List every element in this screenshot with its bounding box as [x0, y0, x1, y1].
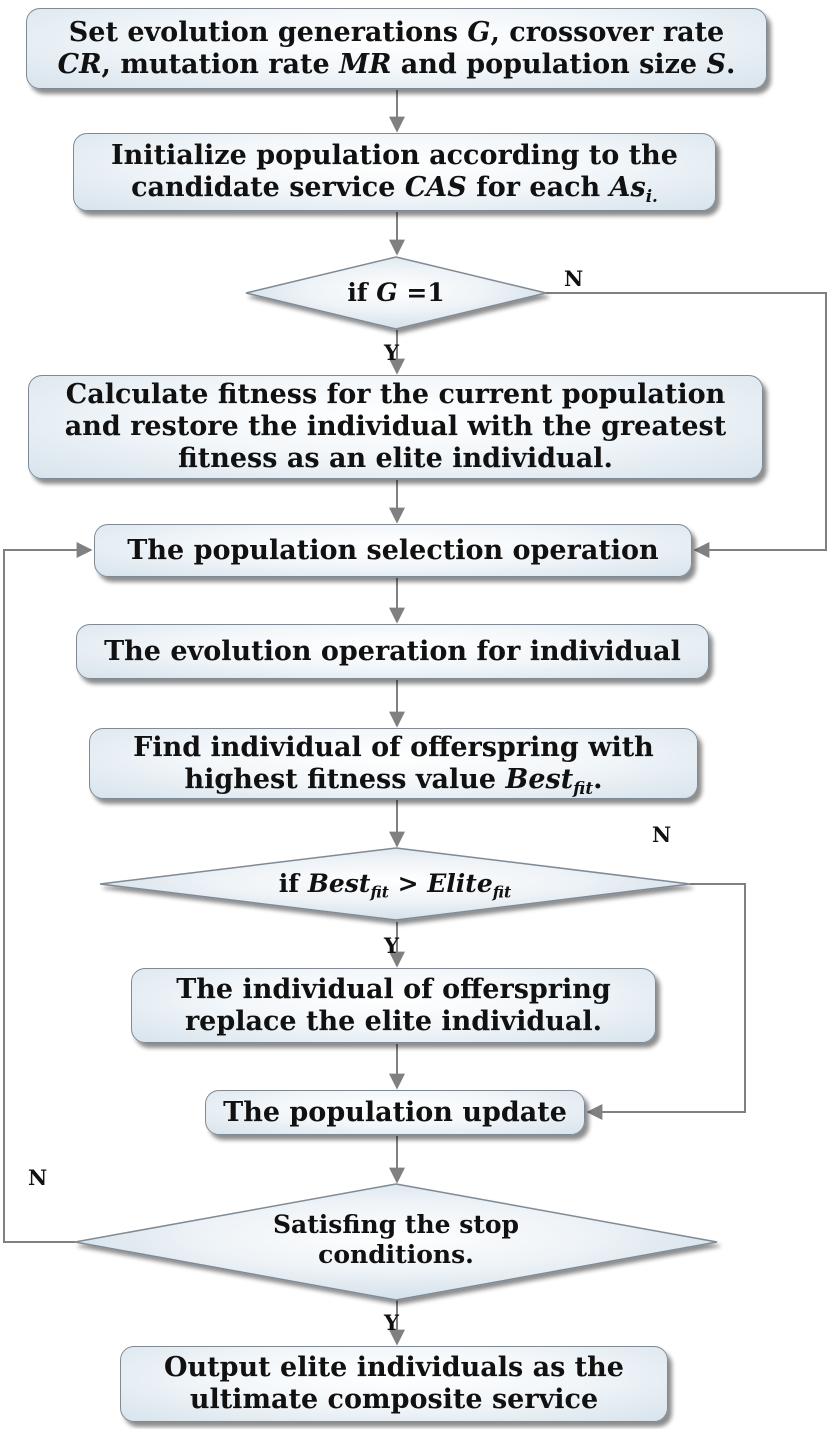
- find-line2: highest fitness value Bestfit.: [184, 763, 603, 798]
- label-yes-stop-check: Y: [384, 1310, 399, 1335]
- step-replace-elite: The individual of offerspring replace th…: [131, 968, 656, 1043]
- stop-check-line2: conditions.: [318, 1240, 474, 1269]
- decision-g-check: [245, 256, 547, 330]
- step-output: Output elite individuals as the ultimate…: [120, 1346, 668, 1422]
- stop-check-text: Satisfing the stop conditions.: [75, 1205, 717, 1275]
- step-set-parameters: Set evolution generations G, crossover r…: [26, 8, 767, 89]
- label-no-g-check: N: [564, 266, 584, 291]
- update-label: The population update: [223, 1096, 567, 1128]
- step-population-update: The population update: [205, 1090, 585, 1135]
- init-line1: Initialize population according to the: [111, 140, 678, 172]
- set-params-line1: Set evolution generations G, crossover r…: [68, 16, 725, 48]
- best-check-text: if Bestfit > Elitefit: [278, 869, 512, 902]
- replace-line1: The individual of offerspring: [176, 973, 611, 1005]
- label-no-stop-check: N: [28, 1165, 48, 1190]
- output-line1: Output elite individuals as the: [164, 1352, 624, 1384]
- label-yes-best-check: Y: [384, 933, 399, 958]
- step-initialize-population: Initialize population according to the c…: [73, 133, 716, 211]
- calc-line2: and restore the individual with the grea…: [64, 411, 727, 443]
- step-population-selection: The population selection operation: [94, 524, 692, 577]
- replace-line2: replace the elite individual.: [184, 1005, 603, 1037]
- arrow-gcheck-no-to-selection: [546, 292, 827, 558]
- init-line2: candidate service CAS for each Asi.: [131, 172, 658, 206]
- decision-best-check: [99, 847, 691, 921]
- label-yes-g-check: Y: [384, 340, 399, 365]
- arrow-stopcheck-no-to-selection: [3, 542, 93, 1243]
- selection-label: The population selection operation: [127, 534, 659, 566]
- step-evolution-operation: The evolution operation for individual: [76, 624, 709, 679]
- calc-line1: Calculate fitness for the current popula…: [65, 379, 726, 411]
- set-params-line2: CR, mutation rate MR and population size…: [57, 48, 736, 80]
- arrow-bestcheck-no-to-update: [586, 883, 746, 1120]
- find-line1: Find individual of offerspring with: [133, 731, 654, 763]
- label-no-best-check: N: [652, 822, 672, 847]
- step-find-best: Find individual of offerspring with high…: [89, 728, 698, 799]
- evolution-label: The evolution operation for individual: [104, 635, 681, 667]
- decision-stop-check: [74, 1183, 718, 1301]
- output-line2: ultimate composite service: [189, 1384, 599, 1415]
- stop-check-line1: Satisfing the stop: [272, 1210, 520, 1239]
- step-calculate-fitness: Calculate fitness for the current popula…: [28, 375, 763, 479]
- g-check-text: if G =1: [347, 278, 445, 307]
- calc-line3: fitness as an elite individual.: [178, 442, 613, 474]
